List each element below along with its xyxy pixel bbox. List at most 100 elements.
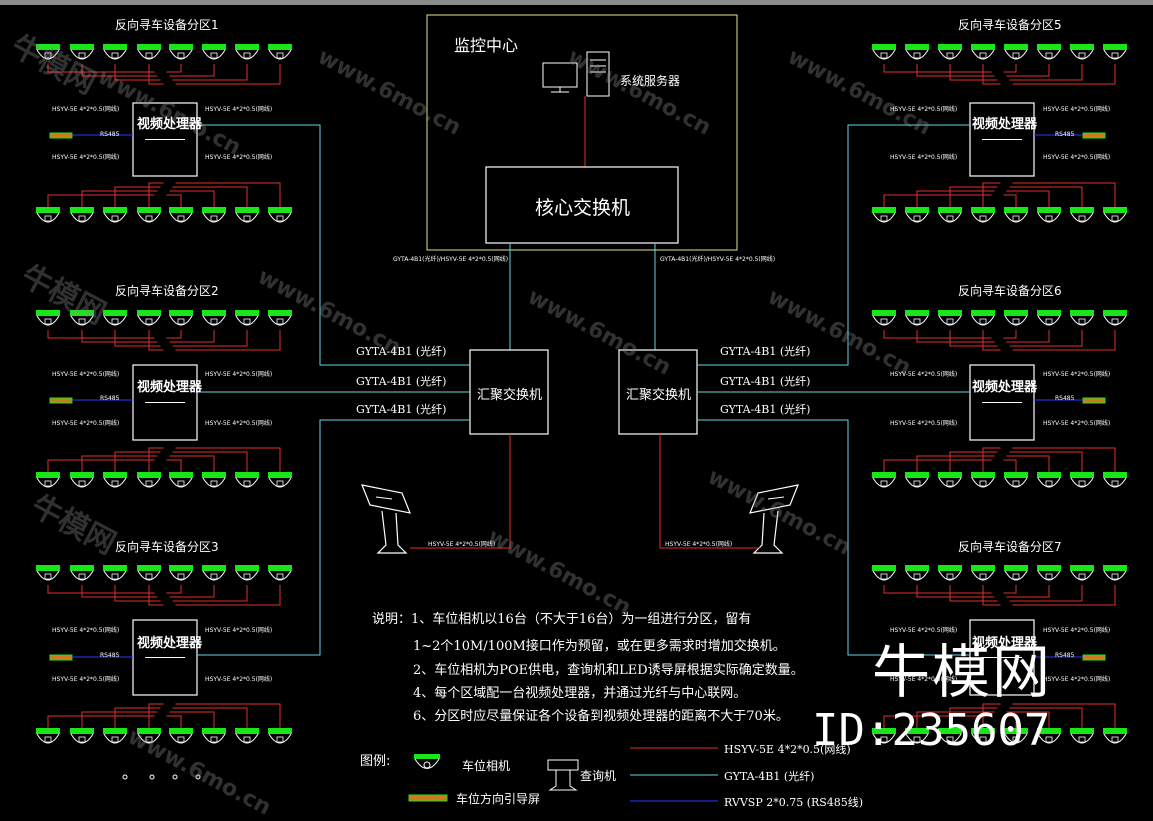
zone6-cable-top-2 xyxy=(916,330,995,343)
zone3-camera-bottom-4-band xyxy=(137,728,161,734)
agg-switch-right-label: 汇聚交换机 xyxy=(626,388,692,403)
legend-led-screen xyxy=(408,794,448,802)
zone7-camera-top-4-dome xyxy=(971,570,995,581)
zone1-camera-bottom-2-lens xyxy=(78,215,86,222)
zone3-camera-bottom-7-lens xyxy=(243,736,251,743)
zone1-camera-top-7-lens xyxy=(243,52,251,59)
zone2-camera-bottom-5-lens xyxy=(177,480,185,487)
zone7-led-screen xyxy=(1082,654,1106,661)
zone6-led-screen xyxy=(1082,397,1106,404)
zone6-camera-bottom-5-band xyxy=(1004,472,1028,478)
zone3-dot-2 xyxy=(149,774,155,780)
zone1-camera-top-2-band xyxy=(70,44,94,50)
zone5-cable-bottom-2 xyxy=(916,190,995,207)
zone5-camera-bottom-8-lens xyxy=(1111,215,1119,222)
zone5-camera-bottom-3-dome xyxy=(938,212,962,223)
zone2-camera-bottom-7-lens xyxy=(243,480,251,487)
zone5-cable-bottom-6 xyxy=(1006,190,1050,207)
zone2-camera-top-2-lens xyxy=(78,318,86,325)
zone5-camera-bottom-8-band xyxy=(1103,207,1127,213)
zone5-cable-c: HSYV-5E 4*2*0.5(网线) xyxy=(890,154,958,161)
zone1-cable-top-3 xyxy=(114,64,161,81)
zone3-led-screen xyxy=(49,654,73,661)
zone7-camera-top-4-band xyxy=(971,565,995,571)
fiber-label-l3: GYTA-4B1 (光纤) xyxy=(356,403,447,416)
zone5-camera-bottom-4-lens xyxy=(979,215,987,222)
zone5-camera-bottom-6-dome xyxy=(1037,212,1061,223)
brand-id-watermark: ID:235607 xyxy=(812,705,1051,756)
zone2-cable-top-1 xyxy=(47,330,155,339)
zone2-camera-bottom-2-lens xyxy=(78,480,86,487)
zone2-camera-top-4-band xyxy=(137,310,161,316)
zone3-camera-top-2-dome xyxy=(70,570,94,581)
zone7-camera-bottom-2-lens xyxy=(913,736,921,743)
zone3-camera-top-5-dome xyxy=(169,570,193,581)
zone6-camera-top-6-dome xyxy=(1037,315,1061,326)
zone7-camera-bottom-5-dome xyxy=(1004,733,1028,744)
zone7-cable-d: HSYV-5E 4*2*0.5(网线) xyxy=(1043,676,1111,683)
zone2-camera-top-3-band xyxy=(103,310,127,316)
zone7-camera-bottom-7-dome xyxy=(1070,733,1094,744)
zone1-cable-bottom-6 xyxy=(169,190,215,207)
zone1-cable-bottom-8 xyxy=(175,182,281,207)
zone3-camera-top-4-band xyxy=(137,565,161,571)
zone5-cable-top-5 xyxy=(1003,64,1017,73)
zone5-cable-b: HSYV-5E 4*2*0.5(网线) xyxy=(1043,106,1111,113)
zone6-camera-bottom-2-dome xyxy=(905,477,929,488)
zone7-camera-top-6-lens xyxy=(1045,573,1053,580)
zone2-camera-top-8-band xyxy=(268,310,292,316)
zone3-camera-top-8-dome xyxy=(268,570,292,581)
server-icon xyxy=(542,51,610,97)
zone6-camera-bottom-7-dome xyxy=(1070,477,1094,488)
zone5-camera-top-5-dome xyxy=(1004,49,1028,60)
zone6-camera-top-2-lens xyxy=(913,318,921,325)
zone2-camera-bottom-7-dome xyxy=(235,477,259,488)
zone5-camera-top-6-lens xyxy=(1045,52,1053,59)
note-line-3: 2、车位相机为POE供电，查询机和LED诱导屏根据实际确定数量。 xyxy=(413,663,804,678)
zone5-camera-bottom-2-dome xyxy=(905,212,929,223)
zone3-camera-top-3-dome xyxy=(103,570,127,581)
zone3-camera-top-6-band xyxy=(202,565,226,571)
zone2-cable-top-4 xyxy=(148,330,164,351)
zone7-camera-top-3-band xyxy=(938,565,962,571)
diagram-dynamic-layer xyxy=(36,44,1127,780)
zone5-camera-top-4-lens xyxy=(979,52,987,59)
zone5-camera-top-8-lens xyxy=(1111,52,1119,59)
zone6-camera-top-6-lens xyxy=(1045,318,1053,325)
zone7-camera-top-8-band xyxy=(1103,565,1127,571)
zone6-camera-bottom-8-lens xyxy=(1111,480,1119,487)
zone7-camera-bottom-1-lens xyxy=(880,736,888,743)
zone6-camera-bottom-6-band xyxy=(1037,472,1061,478)
zone7-camera-top-5-lens xyxy=(1012,573,1020,580)
zone6-camera-bottom-1-dome xyxy=(872,477,896,488)
zone1-camera-bottom-2-band xyxy=(70,207,94,213)
zone6-camera-bottom-4-dome xyxy=(971,477,995,488)
zone7-camera-bottom-3-lens xyxy=(946,736,954,743)
zone6-cable-bottom-6 xyxy=(1006,455,1050,472)
zone6-cable-bottom-8 xyxy=(1012,447,1116,472)
zone5-camera-bottom-7-band xyxy=(1070,207,1094,213)
zone6-cable-top-5 xyxy=(1003,330,1017,339)
zone6-cable-a: HSYV-5E 4*2*0.5(网线) xyxy=(890,371,958,378)
zone5-camera-top-2-band xyxy=(905,44,929,50)
zone2-camera-top-1-dome xyxy=(36,315,60,326)
zone1-cable-bottom-4 xyxy=(148,182,164,207)
zone7-camera-top-3-dome xyxy=(938,570,962,581)
zone6-cable-top-6 xyxy=(1006,330,1050,343)
zone6-camera-bottom-3-dome xyxy=(938,477,962,488)
zone1-camera-top-3-band xyxy=(103,44,127,50)
zone5-camera-top-2-dome xyxy=(905,49,929,60)
zone7-camera-top-7-dome xyxy=(1070,570,1094,581)
zone5-camera-bottom-8-dome xyxy=(1103,212,1127,223)
zone6-cable-bottom-7 xyxy=(1009,451,1083,472)
zone1-camera-top-2-dome xyxy=(70,49,94,60)
zone6-cable-bottom-1 xyxy=(883,459,992,472)
zone7-cable-bottom-5 xyxy=(1003,715,1017,728)
zone7-fiber xyxy=(697,419,970,656)
zone6-cable-c: HSYV-5E 4*2*0.5(网线) xyxy=(890,420,958,427)
zone7-camera-bottom-3-band xyxy=(938,728,962,734)
zone2-cable-top-3 xyxy=(114,330,161,347)
zone2-camera-top-7-band xyxy=(235,310,259,316)
zone2-camera-bottom-8-band xyxy=(268,472,292,478)
zone3-cable-top-5 xyxy=(166,585,182,594)
